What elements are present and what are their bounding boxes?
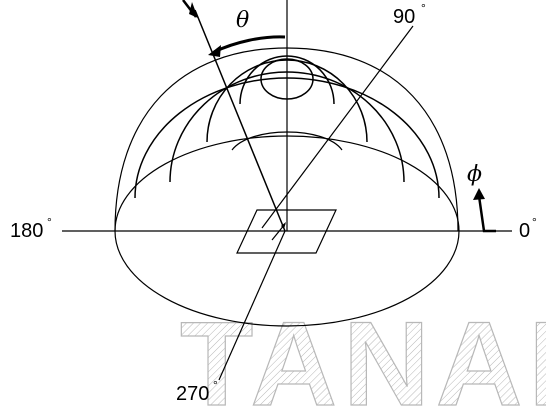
watermark-text: TANABY xyxy=(180,297,546,411)
azimuth-line-270 xyxy=(218,230,286,381)
label-0-degrees: 0 xyxy=(519,220,530,242)
phi-label: ϕ xyxy=(467,162,482,187)
degree-mark-270: ° xyxy=(213,378,218,392)
phi-arrow-head xyxy=(473,188,485,200)
label-180-degrees: 180 xyxy=(10,220,43,242)
incident-arrow-head xyxy=(189,2,198,18)
label-270-degrees: 270 xyxy=(176,383,209,405)
label-90-degrees: 90 xyxy=(393,6,415,28)
degree-mark-180: ° xyxy=(47,215,52,229)
origin-arrow-head xyxy=(281,222,286,229)
incident-arrow-shaft xyxy=(182,0,197,18)
surface-plate xyxy=(236,209,337,254)
azimuth-line-90 xyxy=(261,25,414,229)
incident-ray xyxy=(194,9,286,232)
watermark: TANABY xyxy=(179,296,546,416)
phi-arc xyxy=(477,195,496,233)
degree-mark-0: ° xyxy=(532,215,537,229)
theta-label: θ xyxy=(236,8,249,33)
theta-arrow-head xyxy=(208,45,221,57)
theta-arc xyxy=(213,35,286,54)
degree-mark-90: ° xyxy=(421,1,426,15)
